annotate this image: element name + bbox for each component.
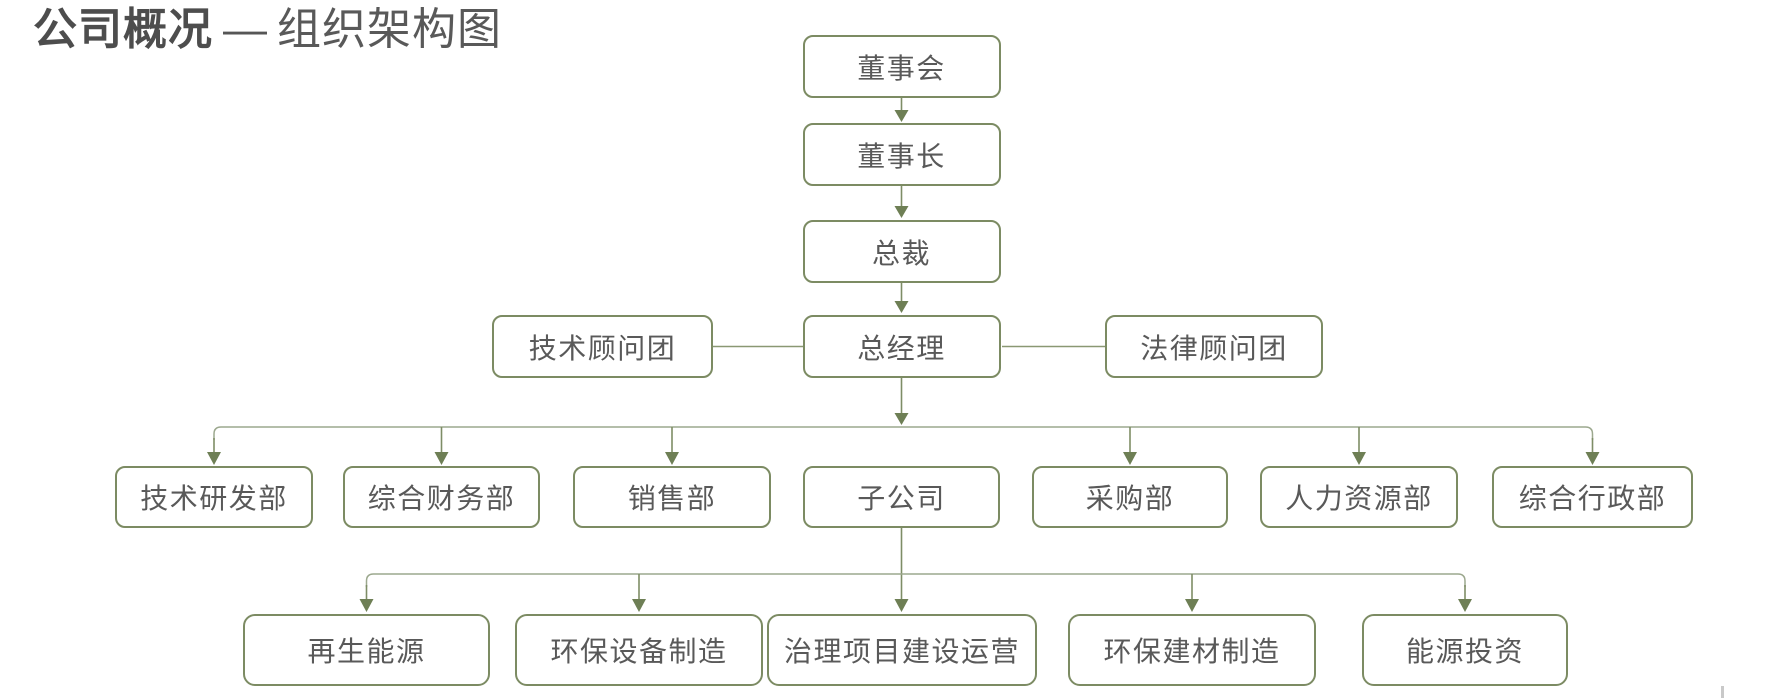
title-primary: 公司概况	[33, 5, 213, 54]
node-general-manager: 总经理	[802, 315, 1001, 378]
node-sales-dept: 销售部	[573, 466, 771, 528]
page-title: 公司概况—组织架构图	[33, 2, 502, 58]
node-energy-investment: 能源投资	[1362, 614, 1568, 686]
title-secondary: 组织架构图	[277, 5, 502, 54]
subsidiaries-bus	[359, 573, 1472, 612]
node-finance-dept: 综合财务部	[343, 466, 540, 528]
node-legal-advisors: 法律顾问团	[1105, 315, 1323, 378]
scrollbar-fragment	[1721, 686, 1724, 698]
node-env-equipment: 环保设备制造	[515, 614, 763, 686]
node-chairman: 董事长	[802, 123, 1001, 186]
edge-chairman-president	[894, 186, 909, 218]
edge-president-gm	[894, 283, 909, 313]
edge-subsidiary-bus	[894, 528, 909, 612]
node-subsidiaries: 子公司	[803, 466, 1000, 528]
node-renewable-energy: 再生能源	[243, 614, 490, 686]
departments-bus	[207, 426, 1600, 465]
node-procurement-dept: 采购部	[1032, 466, 1228, 528]
node-hr-dept: 人力资源部	[1260, 466, 1458, 528]
node-governance-projects: 治理项目建设运营	[767, 614, 1037, 686]
node-board: 董事会	[802, 35, 1001, 98]
node-tech-advisors: 技术顾问团	[492, 315, 713, 378]
node-rd-dept: 技术研发部	[115, 466, 313, 528]
node-env-materials: 环保建材制造	[1068, 614, 1316, 686]
node-president: 总裁	[802, 220, 1001, 283]
edge-gm-departments-bus	[894, 378, 909, 425]
node-admin-dept: 综合行政部	[1492, 466, 1693, 528]
title-separator: —	[223, 5, 267, 54]
edge-board-chairman	[894, 98, 909, 122]
